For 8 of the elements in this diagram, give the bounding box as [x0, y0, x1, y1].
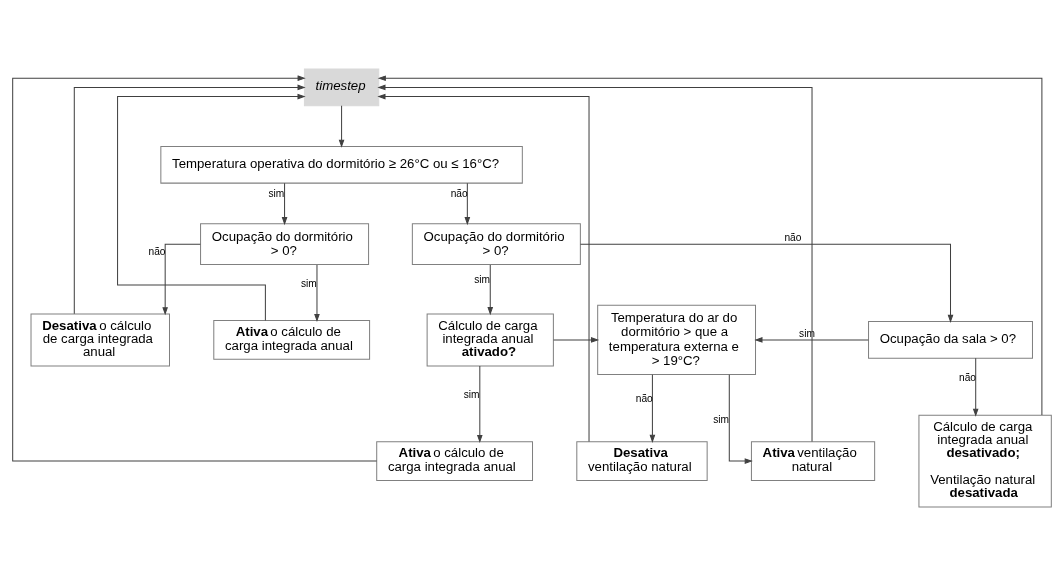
edge-label: sim	[268, 188, 285, 200]
edge-label: sim	[300, 277, 317, 289]
edge-label: sim	[463, 388, 480, 400]
edge-label: sim	[713, 413, 730, 425]
edge-label: não	[784, 232, 802, 244]
edge-label: sim	[799, 327, 815, 339]
edge-label: sim	[474, 274, 491, 286]
edge-label: não	[148, 246, 166, 258]
